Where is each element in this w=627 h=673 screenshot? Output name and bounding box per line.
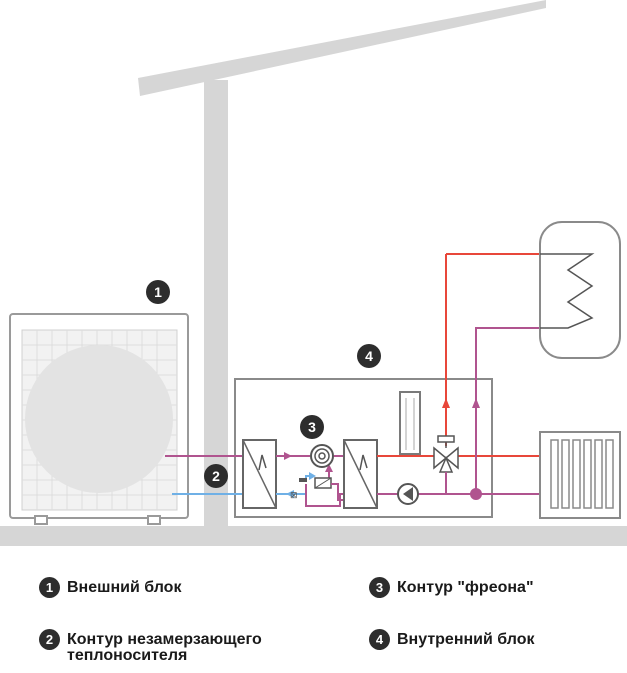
radiator [539,431,621,519]
legend-item-antifreeze-circuit: 2 Контур незамерзающего теплоносителя [39,629,319,664]
badge-outdoor-unit: 1 [146,280,170,304]
heat-exchanger-2 [343,439,378,509]
three-way-valve [433,435,459,473]
heat-exchanger-1 [242,439,277,509]
foot-left [34,515,48,525]
legend-badge-3: 3 [369,577,390,598]
legend-item-outdoor-unit: 1 Внешний блок [39,577,181,598]
compressor [310,444,334,468]
legend-label-1: Внешний блок [67,579,182,596]
fan [25,345,173,493]
legend-label-3: Контур "фреона" [397,579,534,596]
roof [138,0,546,96]
badge-antifreeze-circuit: 2 [204,464,228,488]
heating-supply [377,253,540,457]
svg-text:2: 2 [212,468,220,484]
legend-item-indoor-unit: 4 Внутренний блок [369,629,534,650]
backup-heater [399,391,421,456]
legend-label-2: Контур незамерзающего теплоносителя [67,631,262,664]
svg-text:3: 3 [308,419,316,435]
heating-return [377,327,540,500]
circulation-pump [397,483,419,505]
legend-badge-1: 1 [39,577,60,598]
svg-text:1: 1 [154,284,162,300]
outdoor-unit [9,313,189,525]
legend-item-freon-circuit: 3 Контур "фреона" [369,577,534,598]
foot-right [147,515,161,525]
badge-freon-circuit: 3 [300,415,324,439]
hot-water-tank [539,221,621,359]
svg-text:4: 4 [365,348,373,364]
svg-text:⊠: ⊠ [290,491,298,501]
junction-point [470,488,482,500]
legend-badge-4: 4 [369,629,390,650]
legend-label-4: Внутренний блок [397,631,535,648]
freon-circuit: ⊠ [276,452,344,507]
badge-indoor-unit: 4 [357,344,381,368]
legend-badge-2: 2 [39,629,60,650]
ground [0,526,627,546]
pillar [204,80,228,540]
